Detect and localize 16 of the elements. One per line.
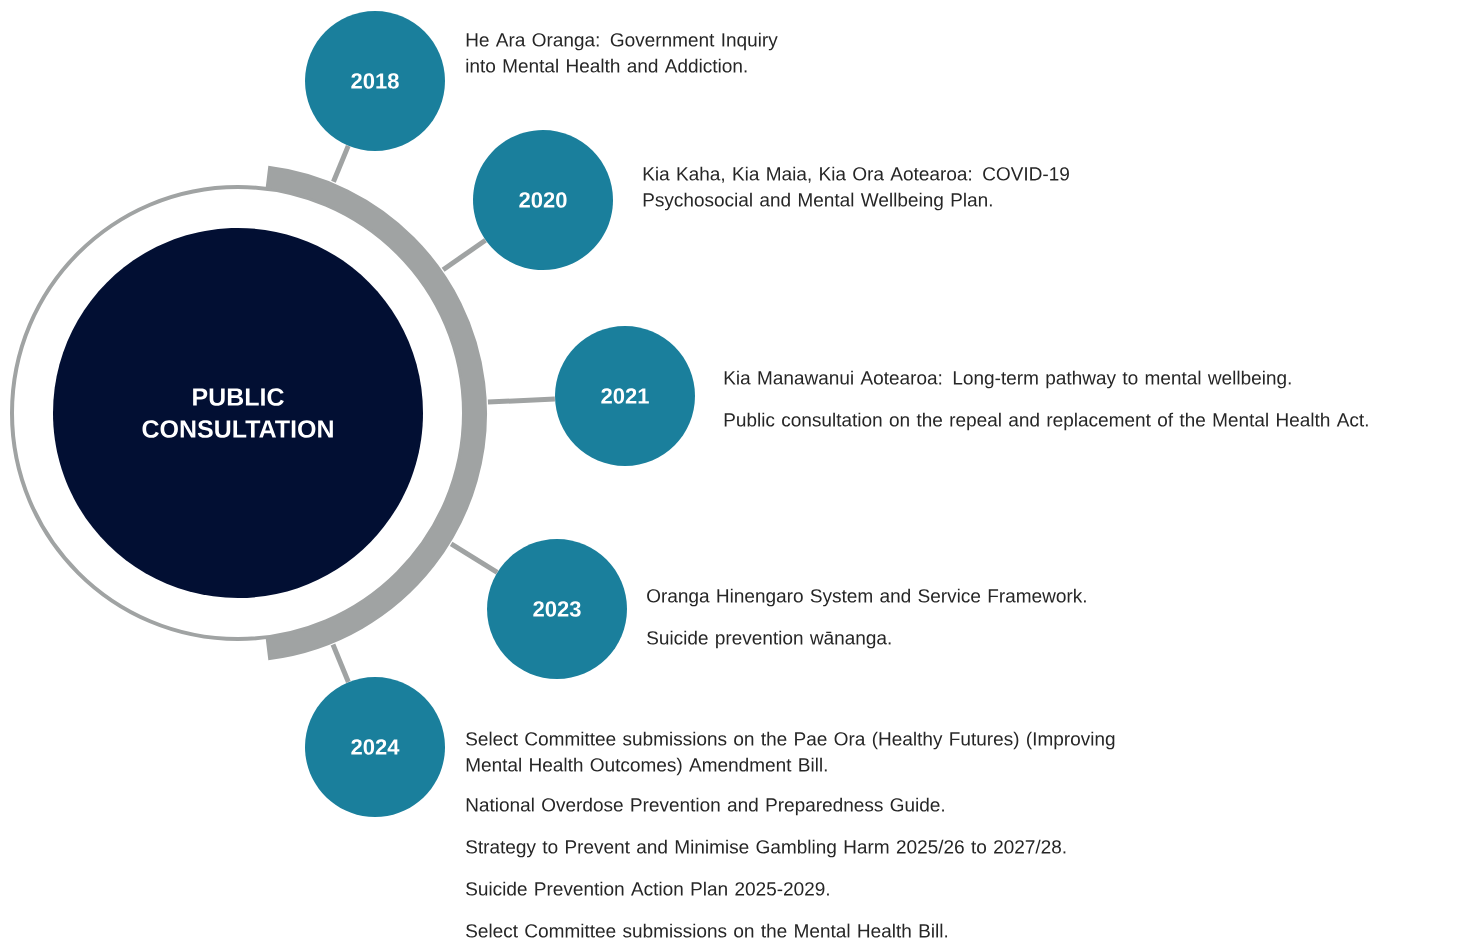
milestone-text: Select Committee submissions on the Mental Health Bill. <box>466 923 948 938</box>
connector-line <box>487 396 555 405</box>
milestone-text: He Ara Oranga: Government Inquiry into Mental Health and Addiction. <box>466 32 778 73</box>
milestone-text: Kia Manawanui Aotearoa: Long-term pathway to mental wellbeing. <box>724 370 1291 389</box>
milestone-text: Strategy to Prevent and Minimise Gambling Harm 2025/26 to 2027/28. <box>466 839 1066 858</box>
milestone-text: National Overdose Prevention and Preparedness Guide. <box>466 797 944 816</box>
milestone-text: Oranga Hinengaro System and Service Framework. <box>647 588 1086 607</box>
milestone-text: Suicide Prevention Action Plan 2025-2029. <box>466 881 829 896</box>
milestone-text: Public consultation on the repeal and replacement of the Mental Health Act. <box>724 412 1368 431</box>
milestone-text: Kia Kaha, Kia Maia, Kia Ora Aotearoa: COVID-19 Psychosocial and Mental Wellbeing Plan. <box>643 166 1069 211</box>
connector-line <box>449 541 499 575</box>
connector-line <box>331 144 351 183</box>
milestone-text: Suicide prevention wānanga. <box>647 630 891 649</box>
milestone-text: Select Committee submissions on the Pae Ora (Healthy Futures) (Improving Mental Health Outcomes) Amendment Bill. <box>466 731 1115 776</box>
connector-line <box>441 238 487 272</box>
connector-line <box>330 643 351 683</box>
